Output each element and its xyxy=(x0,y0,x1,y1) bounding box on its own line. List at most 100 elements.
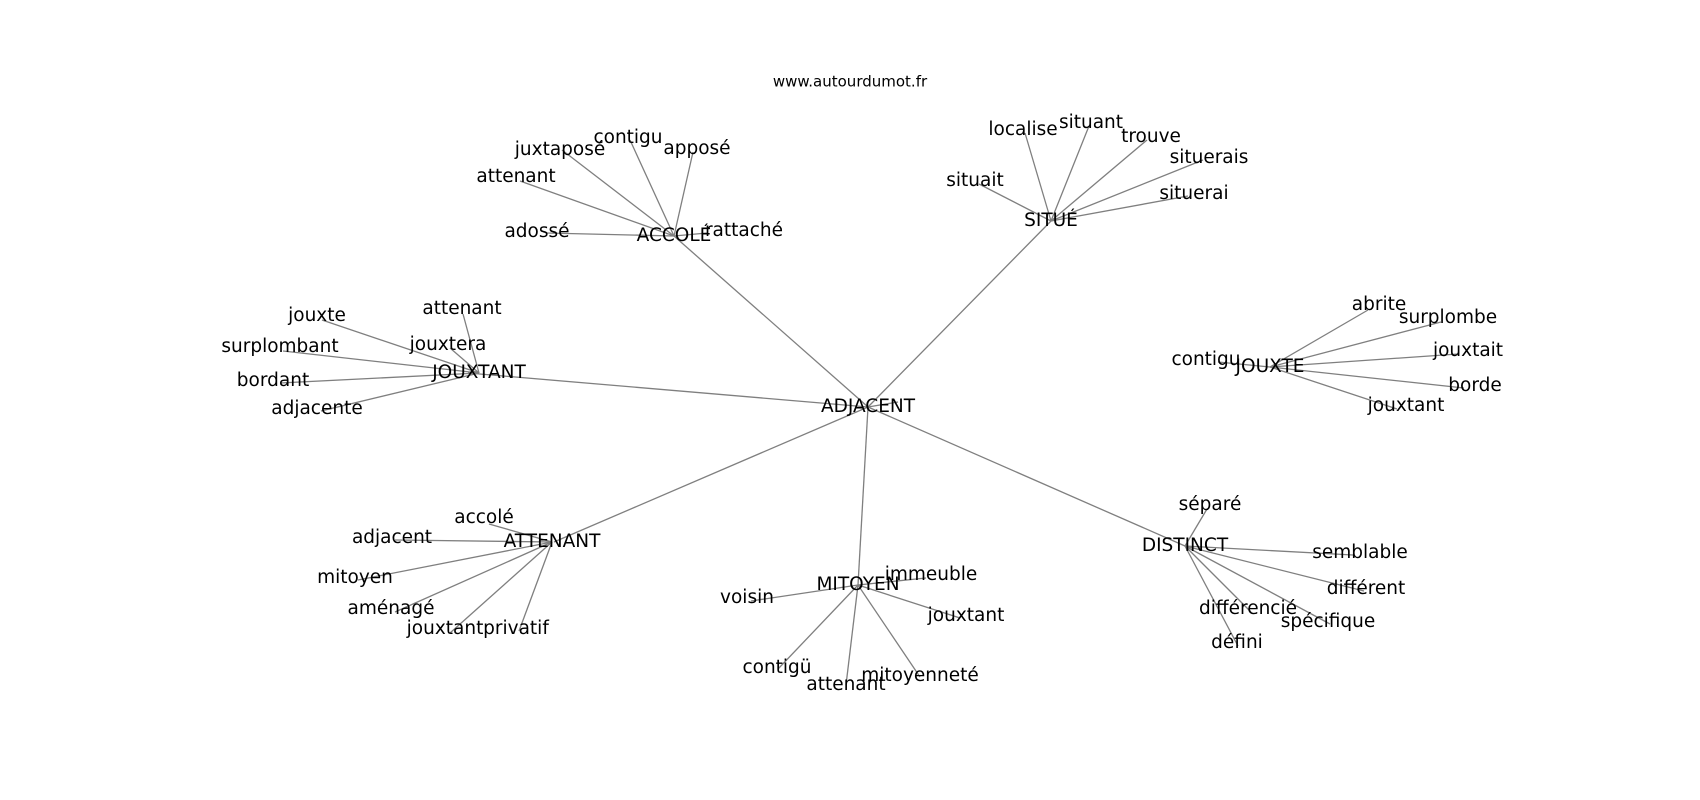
edge-hub-3-leaf-3 xyxy=(1269,353,1459,368)
site-url[interactable]: www.autourdumot.fr xyxy=(773,73,928,91)
leaf-node[interactable]: adjacent xyxy=(352,527,432,548)
leaf-node[interactable]: surplombant xyxy=(221,336,338,357)
edge-hub-1-leaf-0 xyxy=(1024,132,1052,222)
edge-hub-0-leaf-2 xyxy=(673,151,694,237)
hub-node[interactable]: DISTINCT xyxy=(1142,535,1229,556)
hub-node[interactable]: JOUXTE xyxy=(1235,356,1305,377)
leaf-node[interactable]: jouxtant xyxy=(406,618,484,639)
leaf-node[interactable]: situerais xyxy=(1170,147,1249,168)
edge-hub-1-leaf-2 xyxy=(1050,139,1148,222)
leaf-node[interactable]: attenant xyxy=(476,166,555,187)
edges xyxy=(279,125,1465,686)
leaf-node[interactable]: attenant xyxy=(422,298,501,319)
leaf-node[interactable]: borde xyxy=(1448,375,1501,396)
edge-hub-0-leaf-5 xyxy=(673,232,708,237)
leaf-node[interactable]: surplombe xyxy=(1399,307,1497,328)
leaf-node[interactable]: attenant xyxy=(806,674,885,695)
edge-hub-5-leaf-4 xyxy=(845,584,859,686)
leaf-node[interactable]: voisin xyxy=(720,587,774,608)
edge-hub-1-leaf-1 xyxy=(1050,125,1090,222)
leaf-node[interactable]: apposé xyxy=(663,138,730,159)
leaf-node[interactable]: situerai xyxy=(1159,183,1228,204)
edge-hub-0-leaf-1 xyxy=(629,139,675,237)
edge-hub-6-leaf-2 xyxy=(1184,545,1365,592)
edge-root-6 xyxy=(867,406,1186,547)
leaf-node[interactable]: bordant xyxy=(237,370,309,391)
labels: www.autourdumot.fr ADJACENT ACCOLÉ juxtapo… xyxy=(221,73,1503,696)
edge-hub-4-leaf-0 xyxy=(488,523,553,543)
hub-node[interactable]: ACCOLÉ xyxy=(637,224,712,246)
leaf-node[interactable]: rattaché xyxy=(705,220,783,241)
edge-hub-0-leaf-3 xyxy=(519,180,675,237)
leaf-node[interactable]: adjacente xyxy=(271,398,362,419)
edge-hub-1-leaf-3 xyxy=(1050,159,1204,222)
edge-hub-2-leaf-0 xyxy=(462,313,480,374)
hub-node[interactable]: JOUXTANT xyxy=(431,362,526,383)
edge-hub-2-leaf-2 xyxy=(449,347,480,374)
edge-root-3 xyxy=(867,401,899,408)
leaf-node[interactable]: différent xyxy=(1327,578,1406,599)
leaf-node[interactable]: adossé xyxy=(504,221,569,242)
edge-hub-5-leaf-0 xyxy=(857,577,927,586)
root-node[interactable]: ADJACENT xyxy=(821,396,916,417)
leaf-node[interactable]: contigü xyxy=(742,657,811,678)
edge-hub-3-leaf-5 xyxy=(1269,366,1398,410)
edge-hub-4-leaf-1 xyxy=(394,539,553,543)
leaf-node[interactable]: localise xyxy=(988,119,1057,140)
leaf-node[interactable]: jouxte xyxy=(287,305,346,326)
leaf-node[interactable]: contigu xyxy=(593,127,662,148)
edge-hub-3-leaf-1 xyxy=(1269,321,1442,368)
leaf-node[interactable]: abrite xyxy=(1352,294,1406,315)
edge-root-5 xyxy=(857,406,869,586)
hub-node[interactable]: ATTENANT xyxy=(504,531,602,552)
edge-root-1 xyxy=(867,220,1052,408)
leaf-node[interactable]: privatif xyxy=(483,618,549,639)
hub-node[interactable]: SITUÉ xyxy=(1024,209,1078,231)
leaf-node[interactable]: accolé xyxy=(454,507,514,528)
edge-hub-6-leaf-4 xyxy=(1184,545,1331,625)
leaf-node[interactable]: contigu xyxy=(1171,349,1240,370)
edge-hub-5-leaf-3 xyxy=(777,584,859,670)
edge-hub-5-leaf-2 xyxy=(857,584,961,619)
leaf-node[interactable]: situant xyxy=(1059,112,1123,133)
leaf-node[interactable]: spécifique xyxy=(1281,611,1376,632)
leaf-node[interactable]: trouve xyxy=(1121,126,1181,147)
leaf-node[interactable]: mitoyenneté xyxy=(861,665,979,686)
edge-hub-5-leaf-5 xyxy=(857,584,921,678)
edge-hub-4-leaf-3 xyxy=(394,541,553,613)
edge-hub-3-leaf-0 xyxy=(1269,309,1369,368)
leaf-node[interactable]: jouxtait xyxy=(1432,340,1503,361)
edge-hub-6-leaf-0 xyxy=(1184,508,1208,547)
edge-hub-4-leaf-2 xyxy=(357,541,553,581)
edge-hub-1-leaf-4 xyxy=(978,183,1052,222)
leaf-node[interactable]: jouxtera xyxy=(409,334,487,355)
edge-hub-6-leaf-5 xyxy=(1184,545,1239,647)
edge-hub-4-leaf-5 xyxy=(518,541,553,632)
edge-hub-2-leaf-4 xyxy=(279,372,480,384)
leaf-node[interactable]: semblable xyxy=(1312,542,1408,563)
edge-hub-5-leaf-1 xyxy=(750,584,859,602)
edge-hub-0-leaf-4 xyxy=(545,232,675,237)
leaf-node[interactable]: situait xyxy=(946,170,1004,191)
edge-hub-3-leaf-2 xyxy=(1217,361,1271,368)
hub-node[interactable]: MITOYEN xyxy=(816,574,899,595)
leaf-node[interactable]: mitoyen xyxy=(317,567,393,588)
leaf-node[interactable]: aménagé xyxy=(348,598,435,619)
edge-root-0 xyxy=(673,235,869,408)
leaf-node[interactable]: défini xyxy=(1211,632,1263,653)
edge-hub-1-leaf-5 xyxy=(1050,195,1189,222)
leaf-node[interactable]: juxtaposé xyxy=(514,139,606,160)
edge-hub-2-leaf-5 xyxy=(320,372,480,412)
edge-hub-2-leaf-3 xyxy=(282,350,480,374)
leaf-node[interactable]: immeuble xyxy=(885,564,978,585)
leaf-node[interactable]: séparé xyxy=(1179,494,1242,515)
edge-root-2 xyxy=(467,372,869,408)
leaf-node[interactable]: jouxtant xyxy=(1367,395,1445,416)
edge-hub-4-leaf-4 xyxy=(449,541,553,634)
edge-hub-6-leaf-3 xyxy=(1184,545,1252,613)
leaf-node[interactable]: différencié xyxy=(1199,598,1297,619)
edge-hub-2-leaf-1 xyxy=(321,319,480,374)
edge-root-4 xyxy=(553,406,869,543)
leaf-node[interactable]: jouxtant xyxy=(927,605,1005,626)
